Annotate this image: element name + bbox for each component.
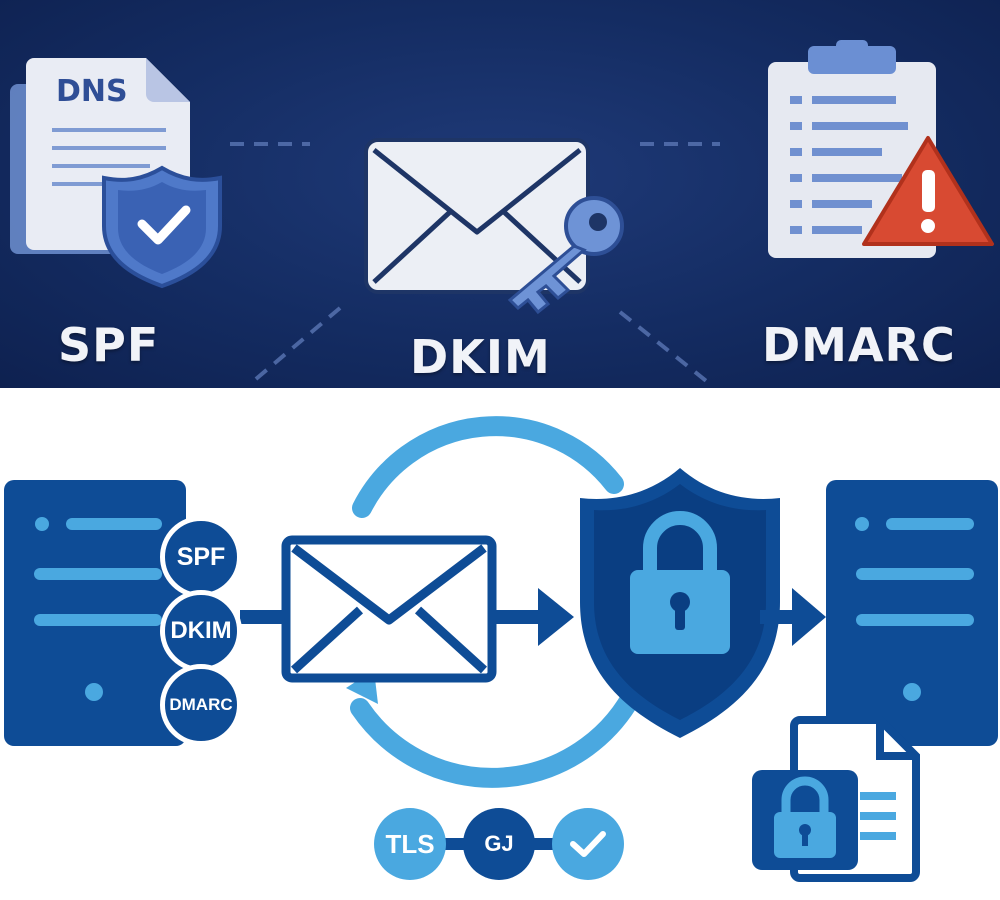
dkim-badge: DKIM xyxy=(160,590,242,672)
locked-document-icon xyxy=(752,716,920,882)
arrow-right-icon xyxy=(492,588,574,646)
dmarc-label: DMARC xyxy=(762,318,956,372)
bottom-illustration xyxy=(4,416,998,882)
dmarc-badge: DMARC xyxy=(160,664,242,746)
shield-check-icon xyxy=(102,165,222,289)
receiver-server-icon xyxy=(826,480,998,746)
top-panel: DNS SPF DKIM DMARC xyxy=(0,0,1000,388)
dns-label: DNS xyxy=(56,74,128,109)
warning-icon xyxy=(862,136,994,246)
envelope-icon xyxy=(281,535,497,683)
connector-line xyxy=(240,610,290,624)
arrow-right-icon xyxy=(760,588,826,646)
link-badge: GJ xyxy=(463,808,535,880)
check-icon xyxy=(570,831,606,857)
check-badge xyxy=(552,808,624,880)
top-illustration xyxy=(10,40,994,386)
sender-server-icon xyxy=(4,480,186,746)
spf-badge: SPF xyxy=(160,516,242,598)
shield-lock-icon xyxy=(580,468,780,738)
tls-badge: TLS xyxy=(374,808,446,880)
spf-label: SPF xyxy=(58,318,160,372)
pill-connector xyxy=(440,838,470,850)
bottom-panel: SPF DKIM DMARC TLS GJ xyxy=(0,388,1000,900)
dkim-label: DKIM xyxy=(410,330,551,384)
dashed-connectors xyxy=(230,142,720,386)
key-icon xyxy=(507,196,624,315)
